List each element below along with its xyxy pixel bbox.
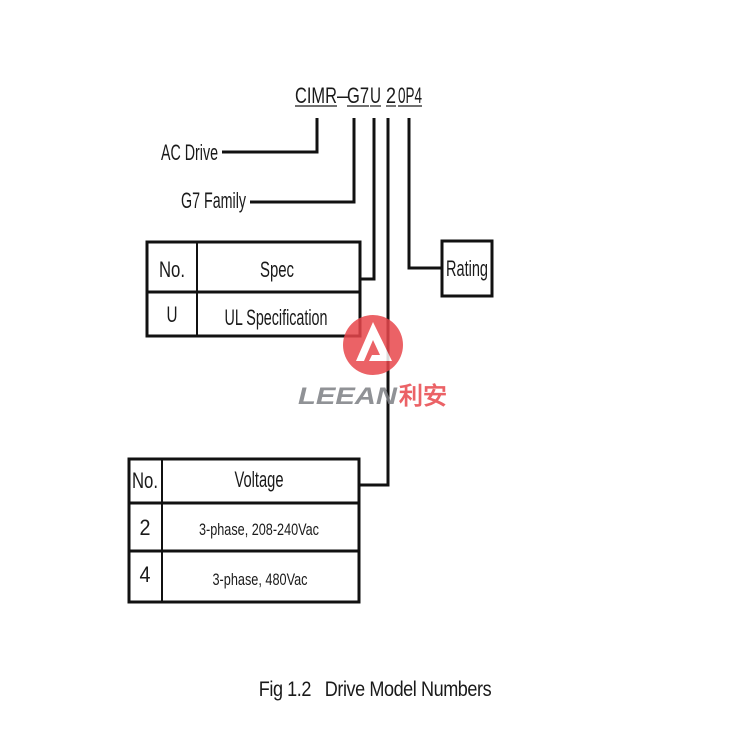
caption-fig-number: Fig 1.2 xyxy=(258,678,312,701)
voltage-table-row2-no: 4 xyxy=(140,562,151,587)
voltage-table-header-voltage: Voltage xyxy=(235,467,284,492)
voltage-table-row2-voltage: 3-phase, 480Vac xyxy=(213,570,308,589)
spec-leader xyxy=(359,118,376,281)
leader-lines xyxy=(222,118,441,487)
watermark-latin: LEEAN xyxy=(298,383,398,410)
voltage-table-row1-voltage: 3-phase, 208-240Vac xyxy=(199,520,319,539)
caption-title: Drive Model Numbers xyxy=(324,678,492,701)
rating-leader xyxy=(407,118,441,270)
leean-watermark: LEEAN 利安 xyxy=(298,315,447,410)
watermark-cjk: 利安 xyxy=(399,382,447,410)
model-rating-code: 0P4 xyxy=(398,83,422,108)
model-family-code: G7 xyxy=(347,83,369,108)
rating-label: Rating xyxy=(446,256,488,281)
spec-table-header-no: No. xyxy=(159,257,185,282)
voltage-table-header-no: No. xyxy=(132,468,158,493)
model-dash: – xyxy=(337,83,350,108)
g7-family-label: G7 Family xyxy=(181,188,246,213)
model-prefix: CIMR xyxy=(295,83,337,108)
model-spec-code: U xyxy=(370,83,381,108)
g7-family-leader xyxy=(250,118,356,204)
ac-drive-leader xyxy=(222,118,319,154)
ac-drive-label: AC Drive xyxy=(161,140,218,165)
model-number: CIMR – G7 U 2 0P4 xyxy=(295,83,422,108)
voltage-table: No. Voltage 2 3-phase, 208-240Vac 4 3-ph… xyxy=(127,457,361,604)
model-voltage-code: 2 xyxy=(386,83,396,108)
spec-table-header-spec: Spec xyxy=(260,257,294,282)
spec-table-cell-no: U xyxy=(167,302,178,327)
voltage-table-row1-no: 2 xyxy=(140,515,151,540)
figure-caption: Fig 1.2 Drive Model Numbers xyxy=(53,678,698,702)
spec-table-cell-spec: UL Specification xyxy=(225,305,328,330)
rating-box: Rating xyxy=(440,239,494,298)
spec-table: No. Spec U UL Specification xyxy=(145,240,362,338)
voltage-leader xyxy=(359,118,390,487)
